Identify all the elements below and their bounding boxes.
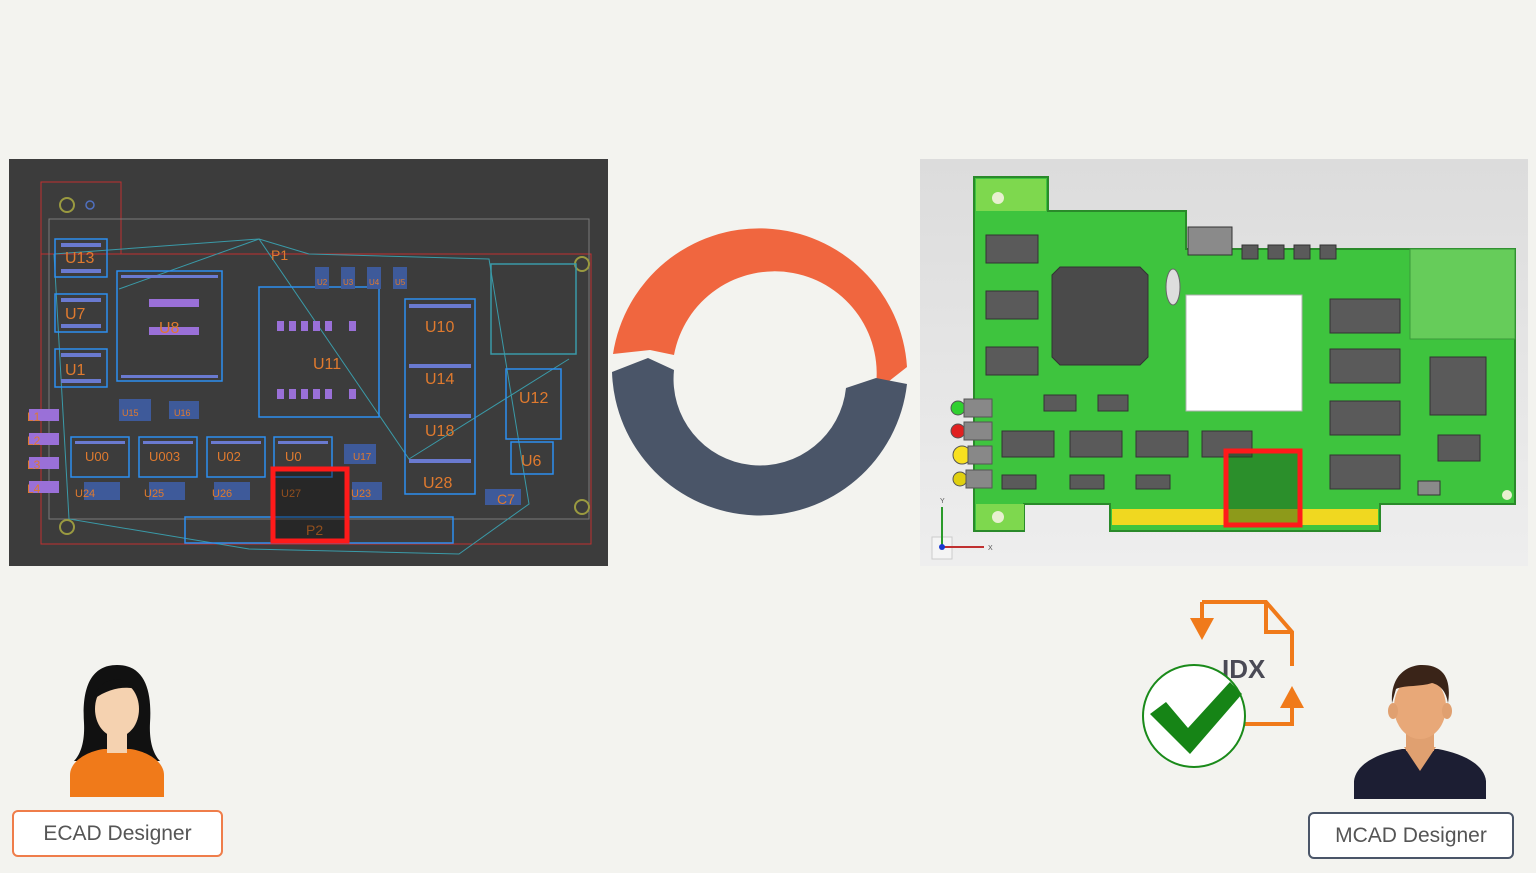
component-label: L1 [27,410,41,424]
ecad-designer-label: ECAD Designer [12,810,223,857]
component-label: U11 [313,356,341,373]
component-label: U7 [65,306,86,323]
mcad-3d-view: Y X [920,159,1528,566]
axis-y-label: Y [940,498,945,505]
component-label: U28 [423,475,452,492]
component-label: U4 [369,278,380,287]
arrow-up-icon [1280,686,1304,708]
component-label: U0 [285,449,302,464]
component-label: U13 [65,250,94,267]
mcad-highlight-box [1223,448,1303,528]
component-label: U25 [144,488,164,500]
component-label: U17 [353,452,372,463]
ecad-component-labels: U13 U7 U1 U8 P1 U2 U3 U4 U5 U11 U10 U14 … [27,247,548,538]
check-circle-icon [1142,664,1246,768]
ecad-layout-view: U13 U7 U1 U8 P1 U2 U3 U4 U5 U11 U10 U14 … [9,159,608,566]
component-label: L2 [27,434,41,448]
component-label: U18 [425,423,454,440]
checkmark-icon [1150,682,1242,754]
component-label: P2 [306,522,323,538]
component-label: U24 [75,488,95,500]
component-label: U00 [85,449,109,464]
mcad-pcb-drawing: Y X [931,176,1516,560]
idx-exchange-icon: IDX [1142,600,1304,768]
sync-bottom-arc [612,358,907,516]
arrow-down-icon [1190,618,1214,640]
component-label: U12 [519,390,548,407]
component-label: L3 [27,458,41,472]
sync-cycle-icon [612,228,907,516]
component-label: U8 [159,320,180,337]
ecad-highlight-box [270,466,350,544]
sync-top-arc [613,228,907,392]
component-label: U26 [212,488,232,500]
component-label: U003 [149,449,180,464]
component-label: U14 [425,371,454,388]
mcad-designer-label: MCAD Designer [1308,812,1514,859]
component-label: U5 [395,278,406,287]
component-label: U27 [281,488,301,500]
axis-x-label: X [988,545,993,552]
component-label: U1 [65,362,86,379]
component-label: U16 [174,408,191,418]
component-label: U15 [122,408,139,418]
mcad-designer-avatar [1354,665,1486,799]
ecad-pcb-drawing: U13 U7 U1 U8 P1 U2 U3 U4 U5 U11 U10 U14 … [27,181,592,555]
component-label: U02 [217,449,241,464]
ecad-designer-avatar [70,665,164,797]
component-label: C7 [497,491,515,507]
component-label: P1 [271,247,288,263]
component-label: U10 [425,319,454,336]
axis-triad: Y X [931,498,993,560]
component-label: U23 [351,488,371,500]
component-label: U2 [317,278,328,287]
component-label: L4 [27,482,41,496]
component-label: U6 [521,453,542,470]
component-label: U3 [343,278,354,287]
